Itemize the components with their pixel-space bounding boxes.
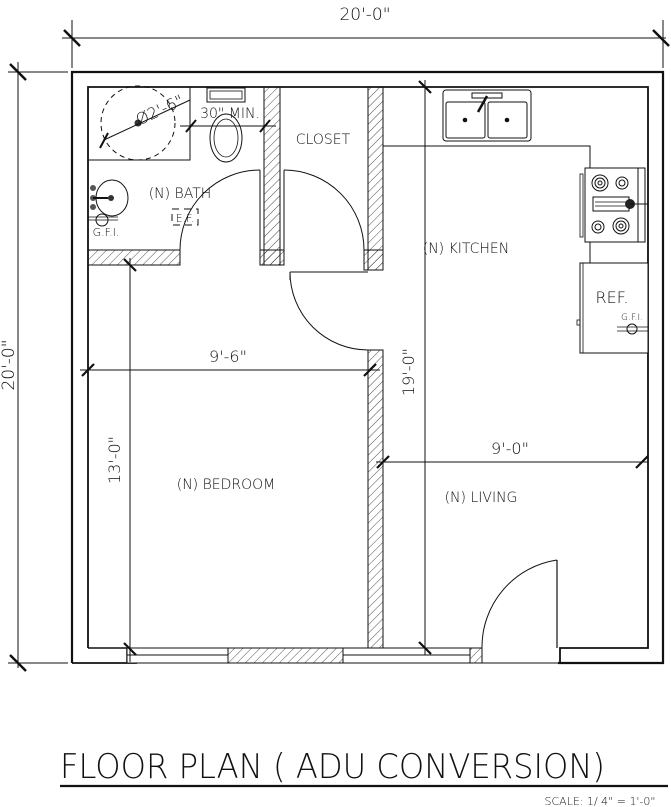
vanity-sink: G.F.I.: [88, 179, 129, 239]
scale-label: SCALE: 1/ 4" = 1'-0": [545, 795, 656, 807]
shower-diameter-label: Ø2'-6": [133, 91, 187, 130]
living-label: (N) LIVING: [445, 490, 518, 506]
exhaust-fan: E.F.: [171, 208, 199, 226]
top-dimension: 20'-0": [62, 5, 670, 68]
shower: Ø2'-6": [88, 85, 191, 161]
overall-width-label: 20'-0": [339, 5, 390, 25]
closet-label: CLOSET: [296, 132, 351, 148]
bath-label: (N) BATH: [149, 186, 212, 202]
kitchen-label: (N) KITCHEN: [423, 241, 510, 257]
living-width-label: 9'-0": [491, 439, 529, 458]
left-dimension: 20'-0": [0, 62, 68, 672]
bedroom-label: (N) BEDROOM: [177, 477, 276, 493]
exhaust-fan-label: E.F.: [176, 212, 195, 225]
stove: [579, 167, 648, 243]
toilet-clearance-label: 30" MIN.: [200, 106, 260, 122]
bath-door: [179, 169, 261, 251]
drawing-title: FLOOR PLAN ( ADU CONVERSION): [60, 747, 605, 787]
entry-door: [481, 559, 558, 649]
kitchen-depth-label: 19'-0": [399, 348, 418, 396]
kitchen-gfi-label: G.F.I.: [621, 313, 643, 323]
bedroom-depth-dimension: 13'-0": [105, 258, 137, 662]
bath-gfi-label: G.F.I.: [93, 226, 120, 239]
refrigerator: REF. G.F.I.: [576, 262, 649, 354]
overall-depth-label: 20'-0": [0, 339, 19, 390]
toilet: 30" MIN.: [180, 87, 276, 163]
kitchen-sink: [442, 89, 532, 142]
closet-door: [283, 169, 365, 251]
interior-walls: [87, 86, 384, 649]
bedroom-door: [289, 271, 383, 351]
kitchen-depth-dimension: 19'-0": [399, 80, 432, 655]
bedroom-width-label: 9'-6": [209, 347, 247, 366]
exterior-walls: [70, 70, 665, 665]
living-width-dimension: 9'-0": [376, 439, 649, 469]
bedroom-width-dimension: 9'-6": [80, 347, 380, 377]
refrigerator-label: REF.: [596, 288, 629, 307]
bedroom-depth-label: 13'-0": [105, 436, 124, 484]
